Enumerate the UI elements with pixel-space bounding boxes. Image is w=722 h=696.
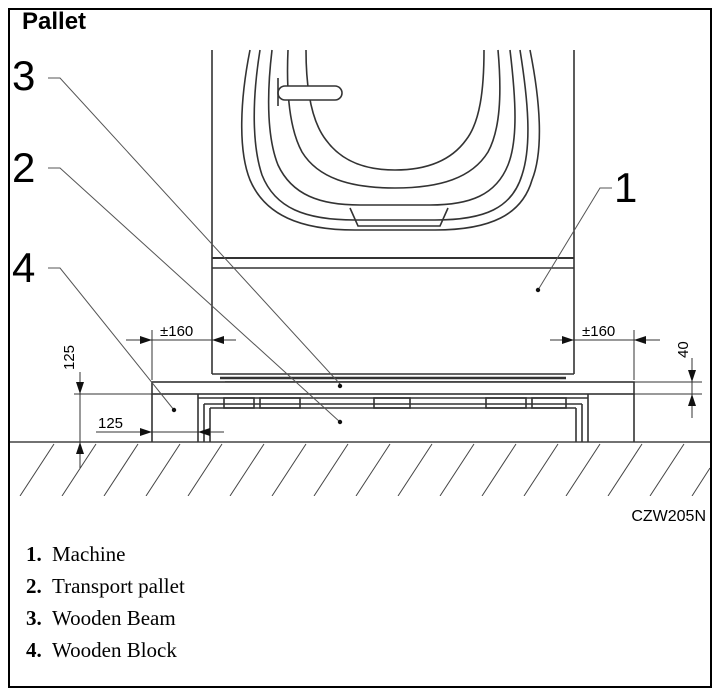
legend-number: 3. [26, 606, 42, 630]
callout-1: 1 [614, 164, 637, 211]
leader-dots [171, 287, 541, 425]
dimension-beam-height: 40 [675, 341, 692, 358]
machine [211, 50, 575, 383]
legend-text: Machine [52, 542, 126, 566]
callout-2: 2 [12, 144, 35, 191]
pallet-figure-frame [8, 8, 712, 688]
legend-item: 2. Transport pallet [26, 570, 185, 602]
legend-number: 2. [26, 574, 42, 598]
legend-text: Wooden Block [52, 638, 177, 662]
legend-item: 1. Machine [26, 538, 185, 570]
legend-number: 1. [26, 542, 42, 566]
machine-door [240, 49, 541, 231]
callout-leaders [48, 77, 612, 423]
legend-item: 4. Wooden Block [26, 634, 185, 666]
legend-text: Wooden Beam [52, 606, 176, 630]
callout-4: 4 [12, 244, 35, 291]
dimension-block-height: 125 [61, 345, 78, 370]
dimension-arrows [76, 336, 696, 454]
figure-code: CZW205N [631, 508, 706, 525]
transport-pallet [198, 397, 588, 442]
wooden-beam [151, 381, 635, 395]
pallet-diagram: 3 2 4 1 ±160 ±160 125 125 40 [10, 49, 710, 496]
legend-item: 3. Wooden Beam [26, 602, 185, 634]
legend-number: 4. [26, 638, 42, 662]
dimension-side-offset-left: ±160 [160, 323, 193, 340]
door-handle-icon [277, 78, 343, 106]
dimension-side-offset-right: ±160 [582, 323, 615, 340]
dimension-block-width: 125 [98, 415, 123, 432]
legend-text: Transport pallet [52, 574, 185, 598]
ground-hatching [10, 441, 710, 496]
legend-list: 1. Machine 2. Transport pallet 3. Wooden Be… [26, 538, 185, 666]
wooden-block [151, 394, 635, 442]
figure-title: Pallet [22, 8, 87, 35]
callout-3: 3 [12, 52, 35, 99]
